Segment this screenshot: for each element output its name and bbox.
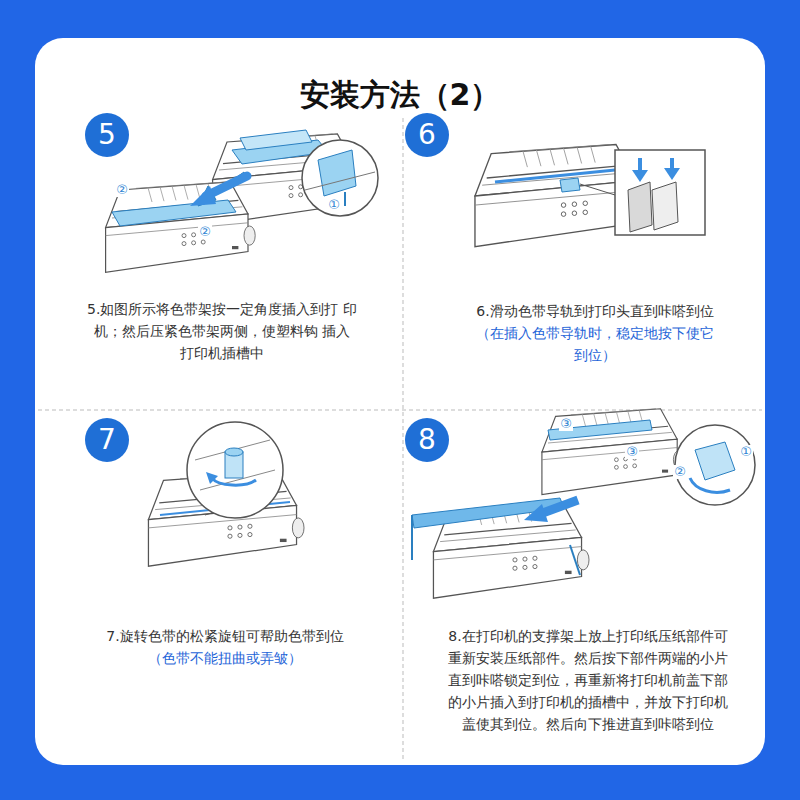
step-badge: 5	[85, 113, 129, 157]
callout-number: ①	[739, 445, 753, 459]
callout-number: ③	[625, 445, 639, 459]
step-number: 6	[418, 121, 436, 149]
step-badge: 6	[405, 113, 449, 157]
step-description: 6.滑动色带导轨到打印头直到咔嗒到位	[430, 300, 760, 322]
step-number: 8	[418, 426, 436, 454]
step-number: 7	[98, 426, 116, 454]
callout-number: ②	[115, 183, 129, 197]
callout-number: ③	[559, 417, 573, 431]
callout-number: ②	[198, 225, 212, 239]
step-description: 5.如图所示将色带架按一定角度插入到打 印机；然后压紧色带架两侧，使塑料钩 插入…	[87, 298, 357, 364]
step-description: 8.在打印机的支撑架上放上打印纸压纸部件可 重新安装压纸部件。然后按下部件两端的…	[441, 625, 735, 735]
step-description: 7.旋转色带的松紧旋钮可帮助色带到位	[60, 625, 390, 647]
caution-note: （色带不能扭曲或弄皱）	[75, 647, 375, 669]
caution-note: （在插入色带导轨时，稳定地按下使它 到位）	[469, 322, 721, 366]
step-badge: 7	[85, 418, 129, 462]
step-badge: 8	[405, 418, 449, 462]
callout-number: ②	[673, 465, 687, 479]
callout-number: ①	[327, 198, 341, 212]
page-title: 安装方法（2）	[300, 75, 501, 116]
step-number: 5	[98, 121, 116, 149]
